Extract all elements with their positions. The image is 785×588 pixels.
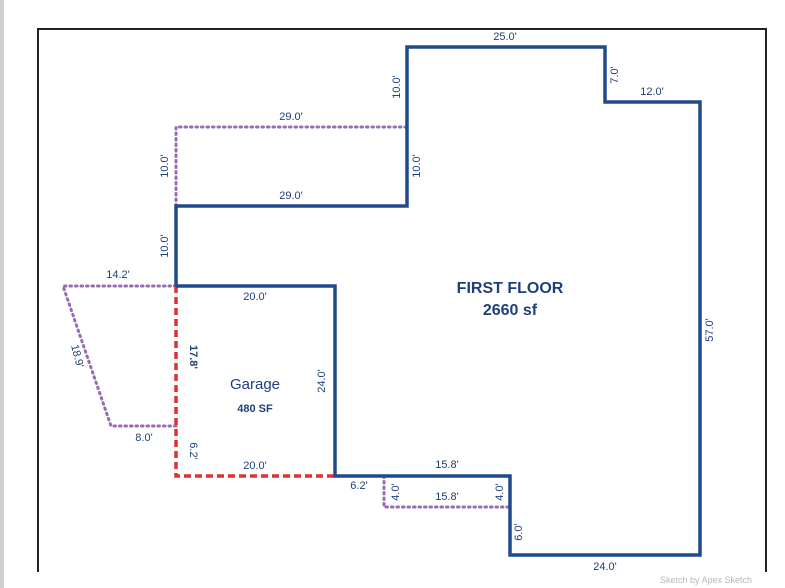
dim-dotted-4-right: 4.0' <box>494 483 506 500</box>
dim-dotted-left-10: 10.0' <box>159 154 171 178</box>
dim-garage-left-6-2: 6.2' <box>187 442 199 459</box>
dim-garage-top-20: 20.0' <box>243 291 267 303</box>
dim-wall-29: 29.0' <box>279 190 303 202</box>
dim-garage-right-24: 24.0' <box>316 369 328 393</box>
dim-seg-7: 7.0' <box>609 66 621 83</box>
garage-area: 480 SF <box>237 403 273 415</box>
dim-top-25: 25.0' <box>493 31 517 43</box>
dim-dotted-4-left: 4.0' <box>390 483 402 500</box>
dim-dotted-29: 29.0' <box>279 111 303 123</box>
dim-left-10: 10.0' <box>159 234 171 258</box>
dim-seg-6: 6.0' <box>513 523 525 540</box>
first-floor-title: FIRST FLOOR <box>457 280 564 297</box>
dim-dotted-14-2: 14.2' <box>106 269 130 281</box>
main-wall-outline <box>174 45 702 557</box>
dim-left-upper-10: 10.0' <box>391 75 403 99</box>
left-edge-bar <box>0 0 4 588</box>
dim-dotted-18-9: 18.9' <box>68 343 86 369</box>
dim-right-57: 57.0' <box>704 318 716 342</box>
upper-porch-outline <box>174 125 409 208</box>
dim-mid-10: 10.0' <box>411 154 423 178</box>
dim-dotted-8: 8.0' <box>135 432 152 444</box>
dim-seg-12: 12.0' <box>640 86 664 98</box>
dim-garage-left-17-8: 17.8' <box>187 345 199 369</box>
dim-garage-bottom-20: 20.0' <box>243 460 267 472</box>
watermark: Sketch by Apex Sketch <box>660 575 752 585</box>
dim-step-6-2: 6.2' <box>350 480 367 492</box>
dim-wall-15-8: 15.8' <box>435 459 459 471</box>
first-floor-area: 2660 sf <box>483 302 538 319</box>
dim-bottom-24: 24.0' <box>593 561 617 573</box>
sketch-frame <box>37 28 767 572</box>
side-deck-outline <box>60 284 178 428</box>
garage-title: Garage <box>230 376 280 393</box>
dim-dotted-15-8: 15.8' <box>435 491 459 503</box>
garage-outline <box>174 286 335 478</box>
